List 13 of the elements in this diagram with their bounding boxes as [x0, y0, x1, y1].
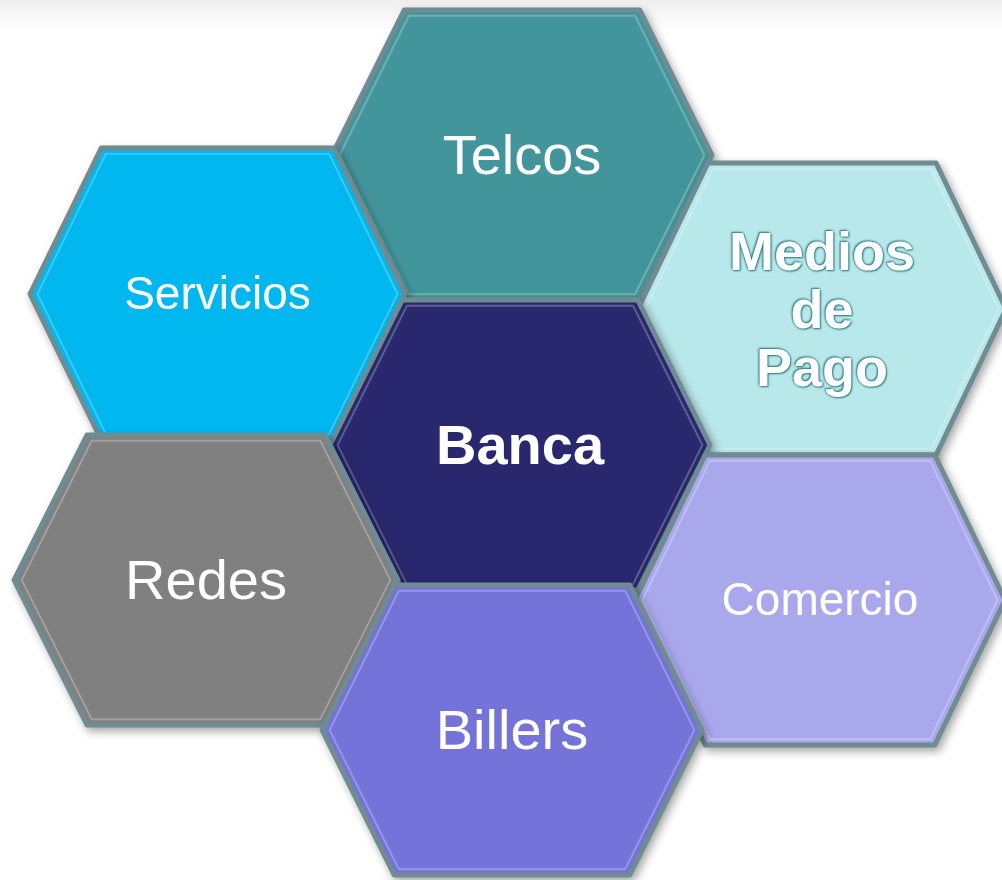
tile-label: Redes	[124, 549, 288, 611]
hexagon-tile	[14, 435, 398, 725]
tile-label: Billers	[434, 699, 590, 761]
tile-label: Medios de Pago	[728, 221, 916, 397]
hexagon-tile	[322, 585, 702, 875]
hexagon-tile	[635, 455, 1002, 745]
tile-label: Telcos	[441, 124, 603, 186]
tile-label: Banca	[434, 414, 606, 476]
hexagon-tile	[330, 300, 710, 590]
tile-label: Servicios	[123, 269, 312, 319]
tile-label: Comercio	[720, 575, 920, 625]
hexagon-tile	[332, 10, 712, 300]
hexagon-tile	[30, 148, 405, 440]
